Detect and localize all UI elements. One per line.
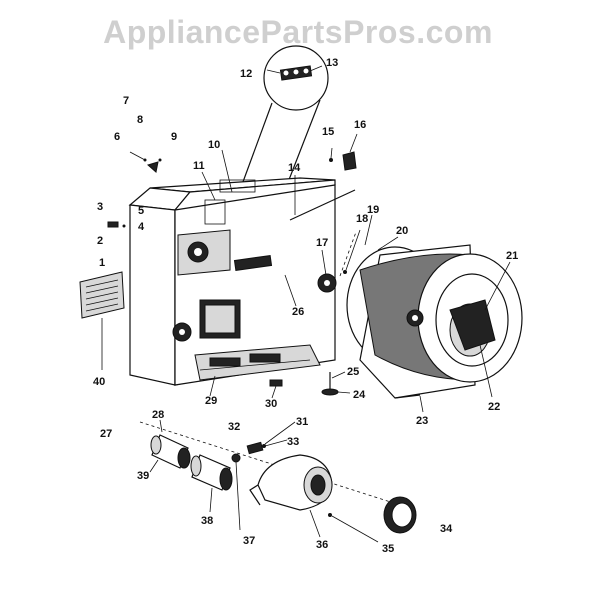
callout-38: 38	[201, 515, 213, 527]
callout-39: 39	[137, 470, 149, 482]
callout-33: 33	[287, 436, 299, 448]
callout-15: 15	[322, 126, 334, 138]
watermark: AppliancePartsPros.com	[103, 14, 493, 50]
zoom-inset	[239, 45, 329, 191]
dryer-cabinet	[128, 177, 356, 386]
callout-1: 1	[99, 257, 105, 269]
gasket-ring-37	[231, 453, 241, 463]
callout-32: 32	[228, 421, 240, 433]
callout-20: 20	[396, 225, 408, 237]
callout-3: 3	[97, 201, 103, 213]
callout-25: 25	[347, 366, 359, 378]
callout-labels: 1 2 3 4 5 6 7 8 9 10 11 12 13 14 15 16 1…	[93, 57, 518, 555]
leader-lines	[129, 65, 511, 543]
bracket-15-16	[329, 151, 357, 171]
blower-wheel	[383, 496, 417, 534]
clamp-31	[246, 441, 266, 455]
callout-17: 17	[316, 237, 328, 249]
callout-19: 19	[367, 204, 379, 216]
callout-40: 40	[93, 376, 105, 388]
callout-5: 5	[138, 205, 144, 217]
exhaust-duct-39	[150, 434, 191, 469]
callout-21: 21	[506, 250, 518, 262]
callout-8: 8	[137, 114, 143, 126]
callout-14: 14	[288, 162, 301, 174]
control-panel	[79, 271, 125, 370]
callout-9: 9	[171, 131, 177, 143]
callout-4: 4	[138, 221, 145, 233]
callout-35: 35	[382, 543, 394, 555]
callout-27: 27	[100, 428, 112, 440]
blower-housing	[249, 454, 333, 517]
callout-10: 10	[208, 139, 220, 151]
callout-18: 18	[356, 213, 368, 225]
callout-11: 11	[193, 160, 205, 172]
callout-23: 23	[416, 415, 428, 427]
callout-37: 37	[243, 535, 255, 547]
callout-13: 13	[326, 57, 338, 69]
exhaust-duct-38	[190, 454, 233, 491]
callout-2: 2	[97, 235, 103, 247]
callout-28: 28	[152, 409, 164, 421]
dryer-drum	[346, 244, 523, 399]
callout-29: 29	[205, 395, 217, 407]
leveling-leg	[269, 372, 339, 396]
bearing-17	[317, 231, 357, 293]
callout-26: 26	[292, 306, 304, 318]
callout-16: 16	[354, 119, 366, 131]
callout-24: 24	[353, 389, 366, 401]
callout-34: 34	[440, 523, 453, 535]
callout-6: 6	[114, 131, 120, 143]
small-hardware-left	[107, 158, 162, 228]
callout-30: 30	[265, 398, 277, 410]
callout-22: 22	[488, 401, 500, 413]
callout-31: 31	[296, 416, 308, 428]
callout-12: 12	[240, 68, 252, 80]
callout-7: 7	[123, 95, 129, 107]
callout-36: 36	[316, 539, 328, 551]
